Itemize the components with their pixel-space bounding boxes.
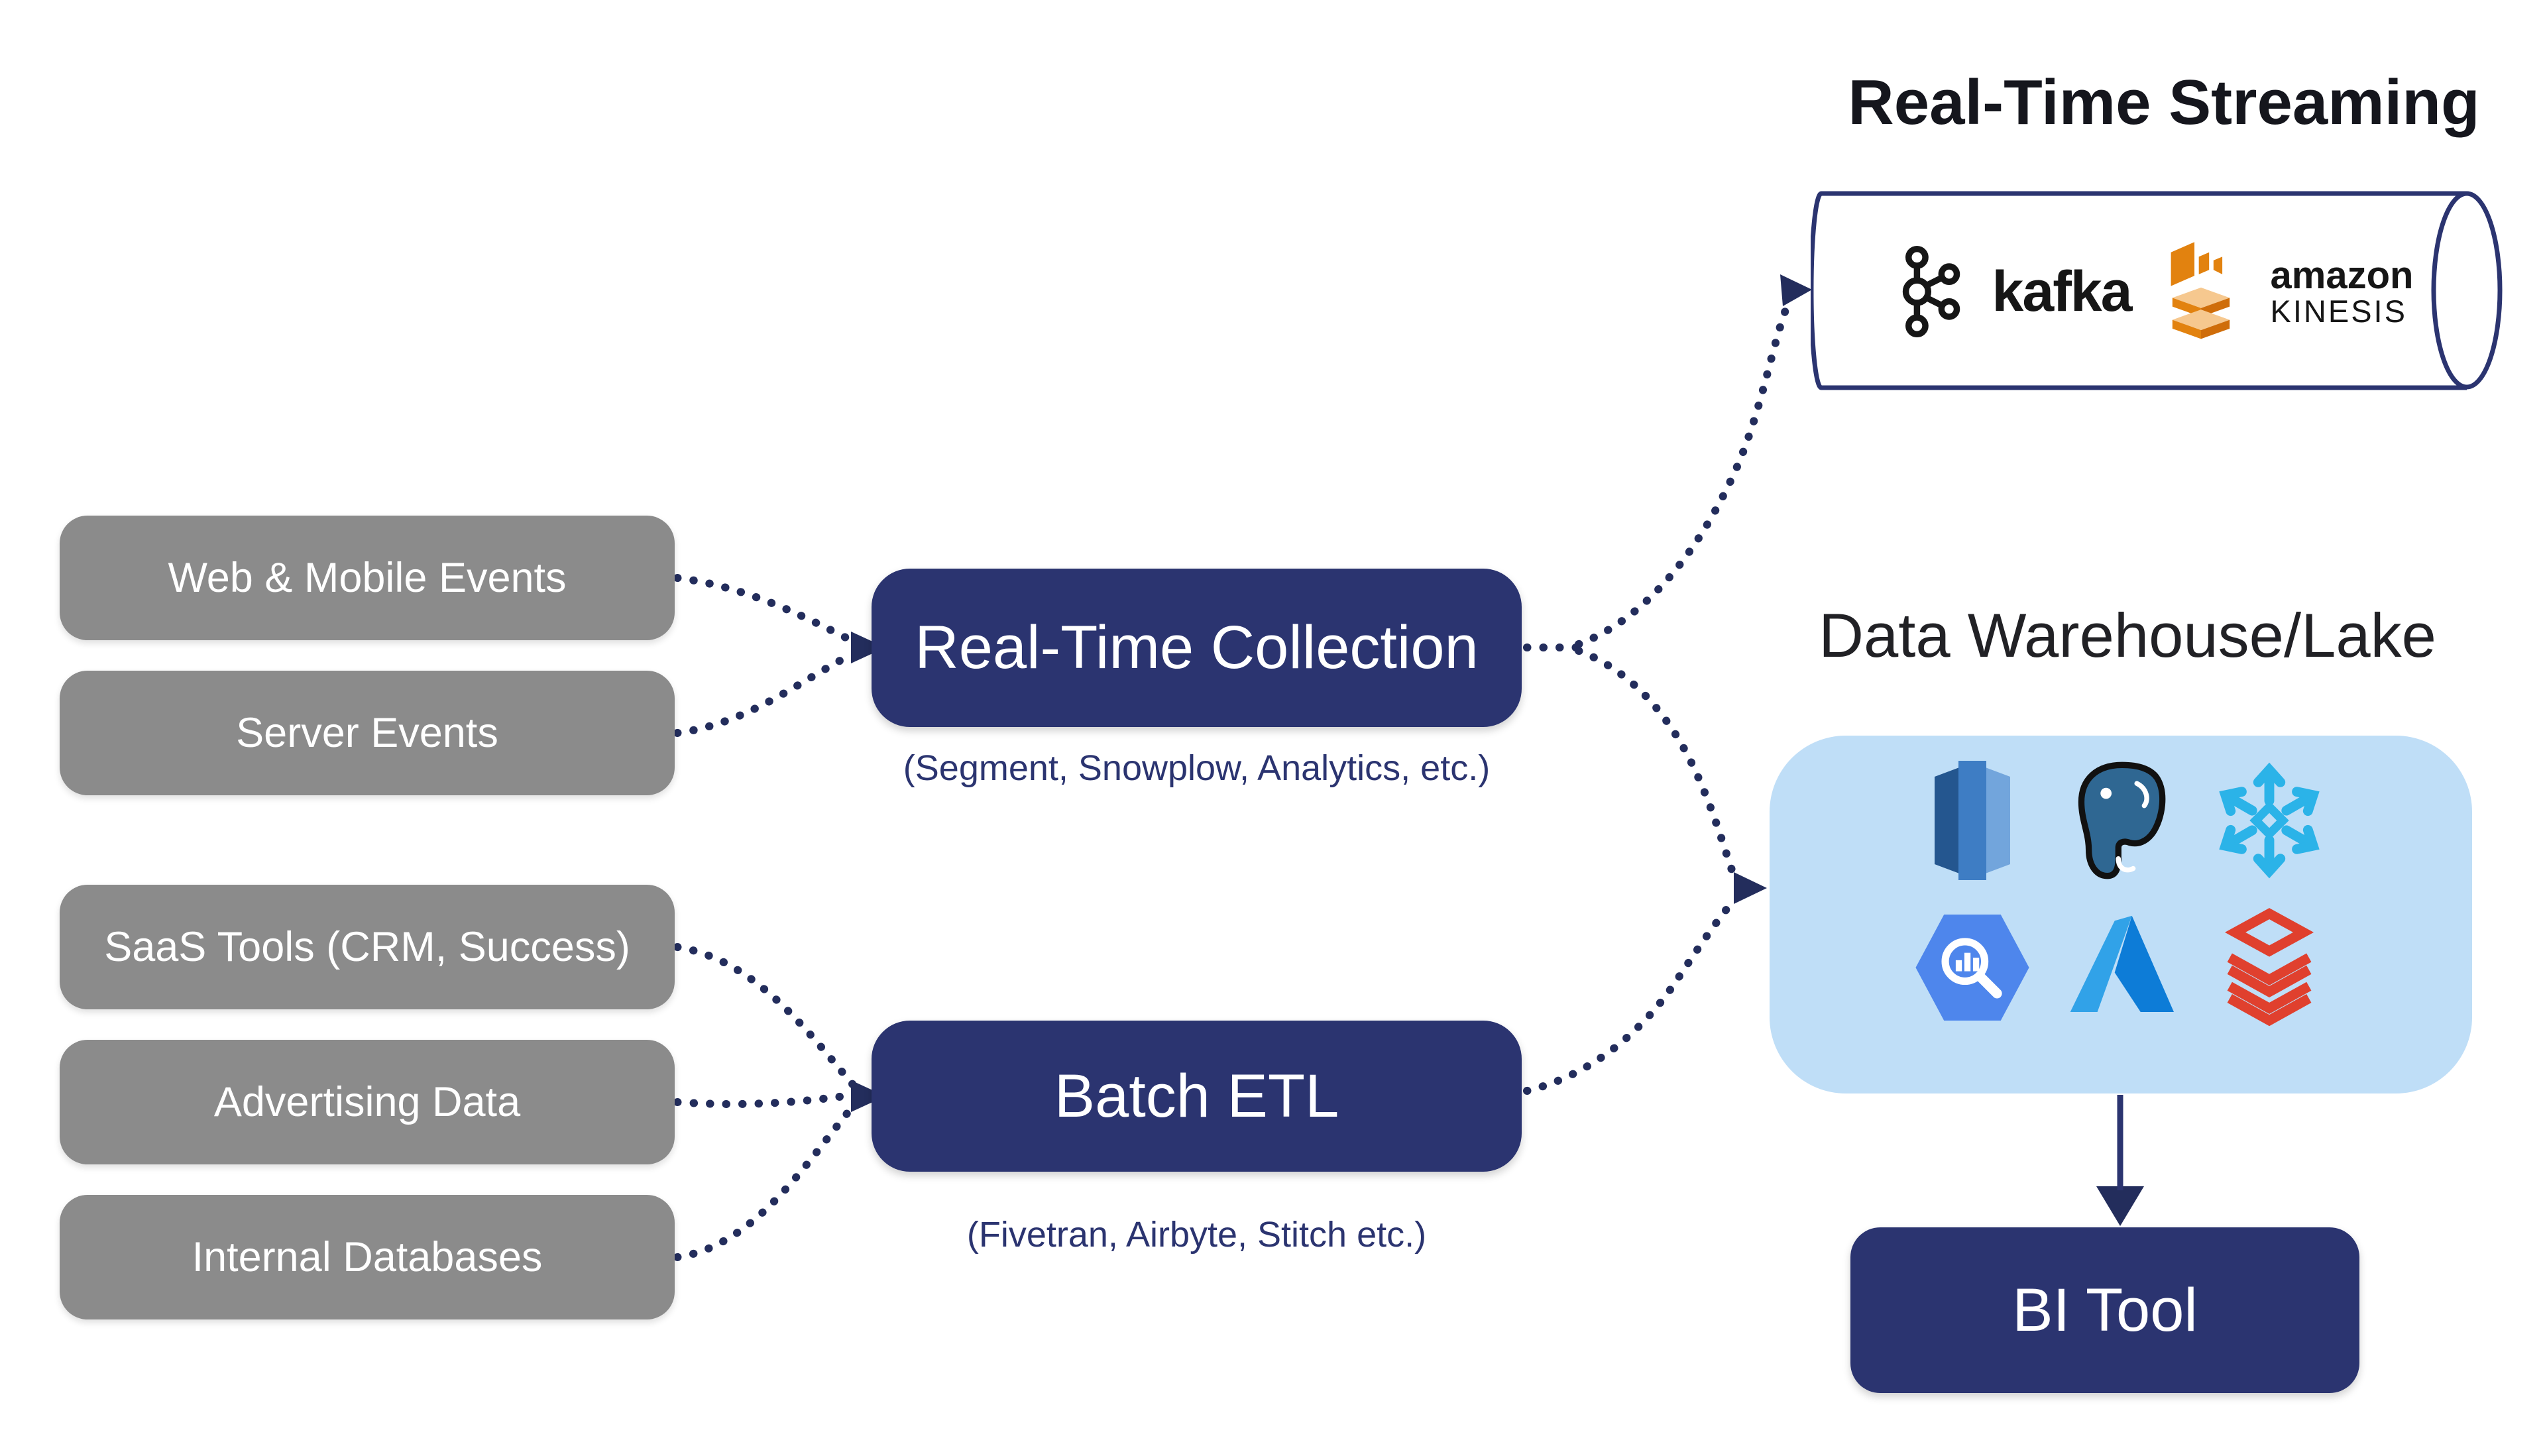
connector-batch-to-warehouse: [1523, 895, 1739, 1095]
arrowhead-into-warehouse: [1734, 872, 1767, 904]
connector-databases-to-batch: [673, 1101, 858, 1261]
source-box-server-events: Server Events: [60, 671, 675, 795]
source-box-saas-tools: SaaS Tools (CRM, Success): [60, 885, 675, 1009]
bigquery-icon: [1910, 905, 2035, 1030]
connector-saas-to-batch: [673, 943, 858, 1090]
source-box-internal-databases: Internal Databases: [60, 1195, 675, 1319]
connector-server-to-realtime: [673, 649, 858, 737]
connector-realtime-to-streaming: [1575, 296, 1793, 648]
connector-advertising-to-batch: [673, 1091, 858, 1108]
source-box-web-mobile-events: Web & Mobile Events: [60, 516, 675, 640]
realtime-collection-subtitle: (Segment, Snowplow, Analytics, etc.): [903, 748, 1491, 788]
source-label: Web & Mobile Events: [168, 555, 567, 601]
warehouse-logo-grid: [1770, 736, 2472, 1093]
databricks-icon: [2207, 905, 2332, 1030]
arrowhead-into-batch-etl: [851, 1080, 885, 1112]
realtime-collection-label: Real-Time Collection: [915, 614, 1479, 681]
streaming-cylinder: [1811, 191, 2503, 390]
batch-etl-box: Batch ETL: [872, 1021, 1522, 1172]
kinesis-label-kinesis: KINESIS: [2270, 293, 2407, 329]
realtime-collection-box: Real-Time Collection: [872, 569, 1522, 727]
batch-etl-label: Batch ETL: [1054, 1062, 1339, 1130]
amazon-kinesis-icon: [2171, 241, 2230, 339]
redshift-icon: [1910, 758, 2035, 883]
kinesis-label-amazon: amazon: [2270, 254, 2414, 298]
azure-icon: [2059, 905, 2183, 1030]
bi-tool-box: BI Tool: [1850, 1227, 2359, 1393]
arrowhead-into-realtime-collection: [851, 632, 885, 663]
warehouse-logo-row: [1910, 758, 2332, 883]
kinesis-wordmark: amazon KINESIS: [2271, 256, 2414, 327]
postgresql-icon: [2059, 758, 2183, 883]
kafka-icon: [1902, 245, 1960, 338]
source-label: Advertising Data: [213, 1079, 521, 1125]
source-label: SaaS Tools (CRM, Success): [104, 924, 630, 970]
source-label: Internal Databases: [192, 1234, 543, 1280]
bi-tool-label: BI Tool: [2012, 1276, 2198, 1344]
warehouse-title: Data Warehouse/Lake: [1819, 600, 2436, 670]
source-label: Server Events: [236, 710, 498, 756]
connector-web-mobile-to-realtime: [673, 574, 858, 645]
source-box-advertising-data: Advertising Data: [60, 1040, 675, 1164]
connector-realtime-to-warehouse: [1575, 647, 1740, 887]
streaming-title: Real-Time Streaming: [1848, 67, 2480, 138]
arrowhead-into-streaming-cylinder: [1780, 274, 1812, 306]
batch-etl-subtitle: (Fivetran, Airbyte, Stitch etc.): [966, 1215, 1427, 1255]
kafka-label: kafka: [1992, 259, 2133, 323]
arrowhead-into-bi-tool: [2096, 1186, 2144, 1226]
warehouse-logo-row: [1910, 905, 2332, 1030]
snowflake-icon: [2207, 758, 2332, 883]
streaming-logos: kafka amazon KINESIS: [1881, 219, 2431, 364]
